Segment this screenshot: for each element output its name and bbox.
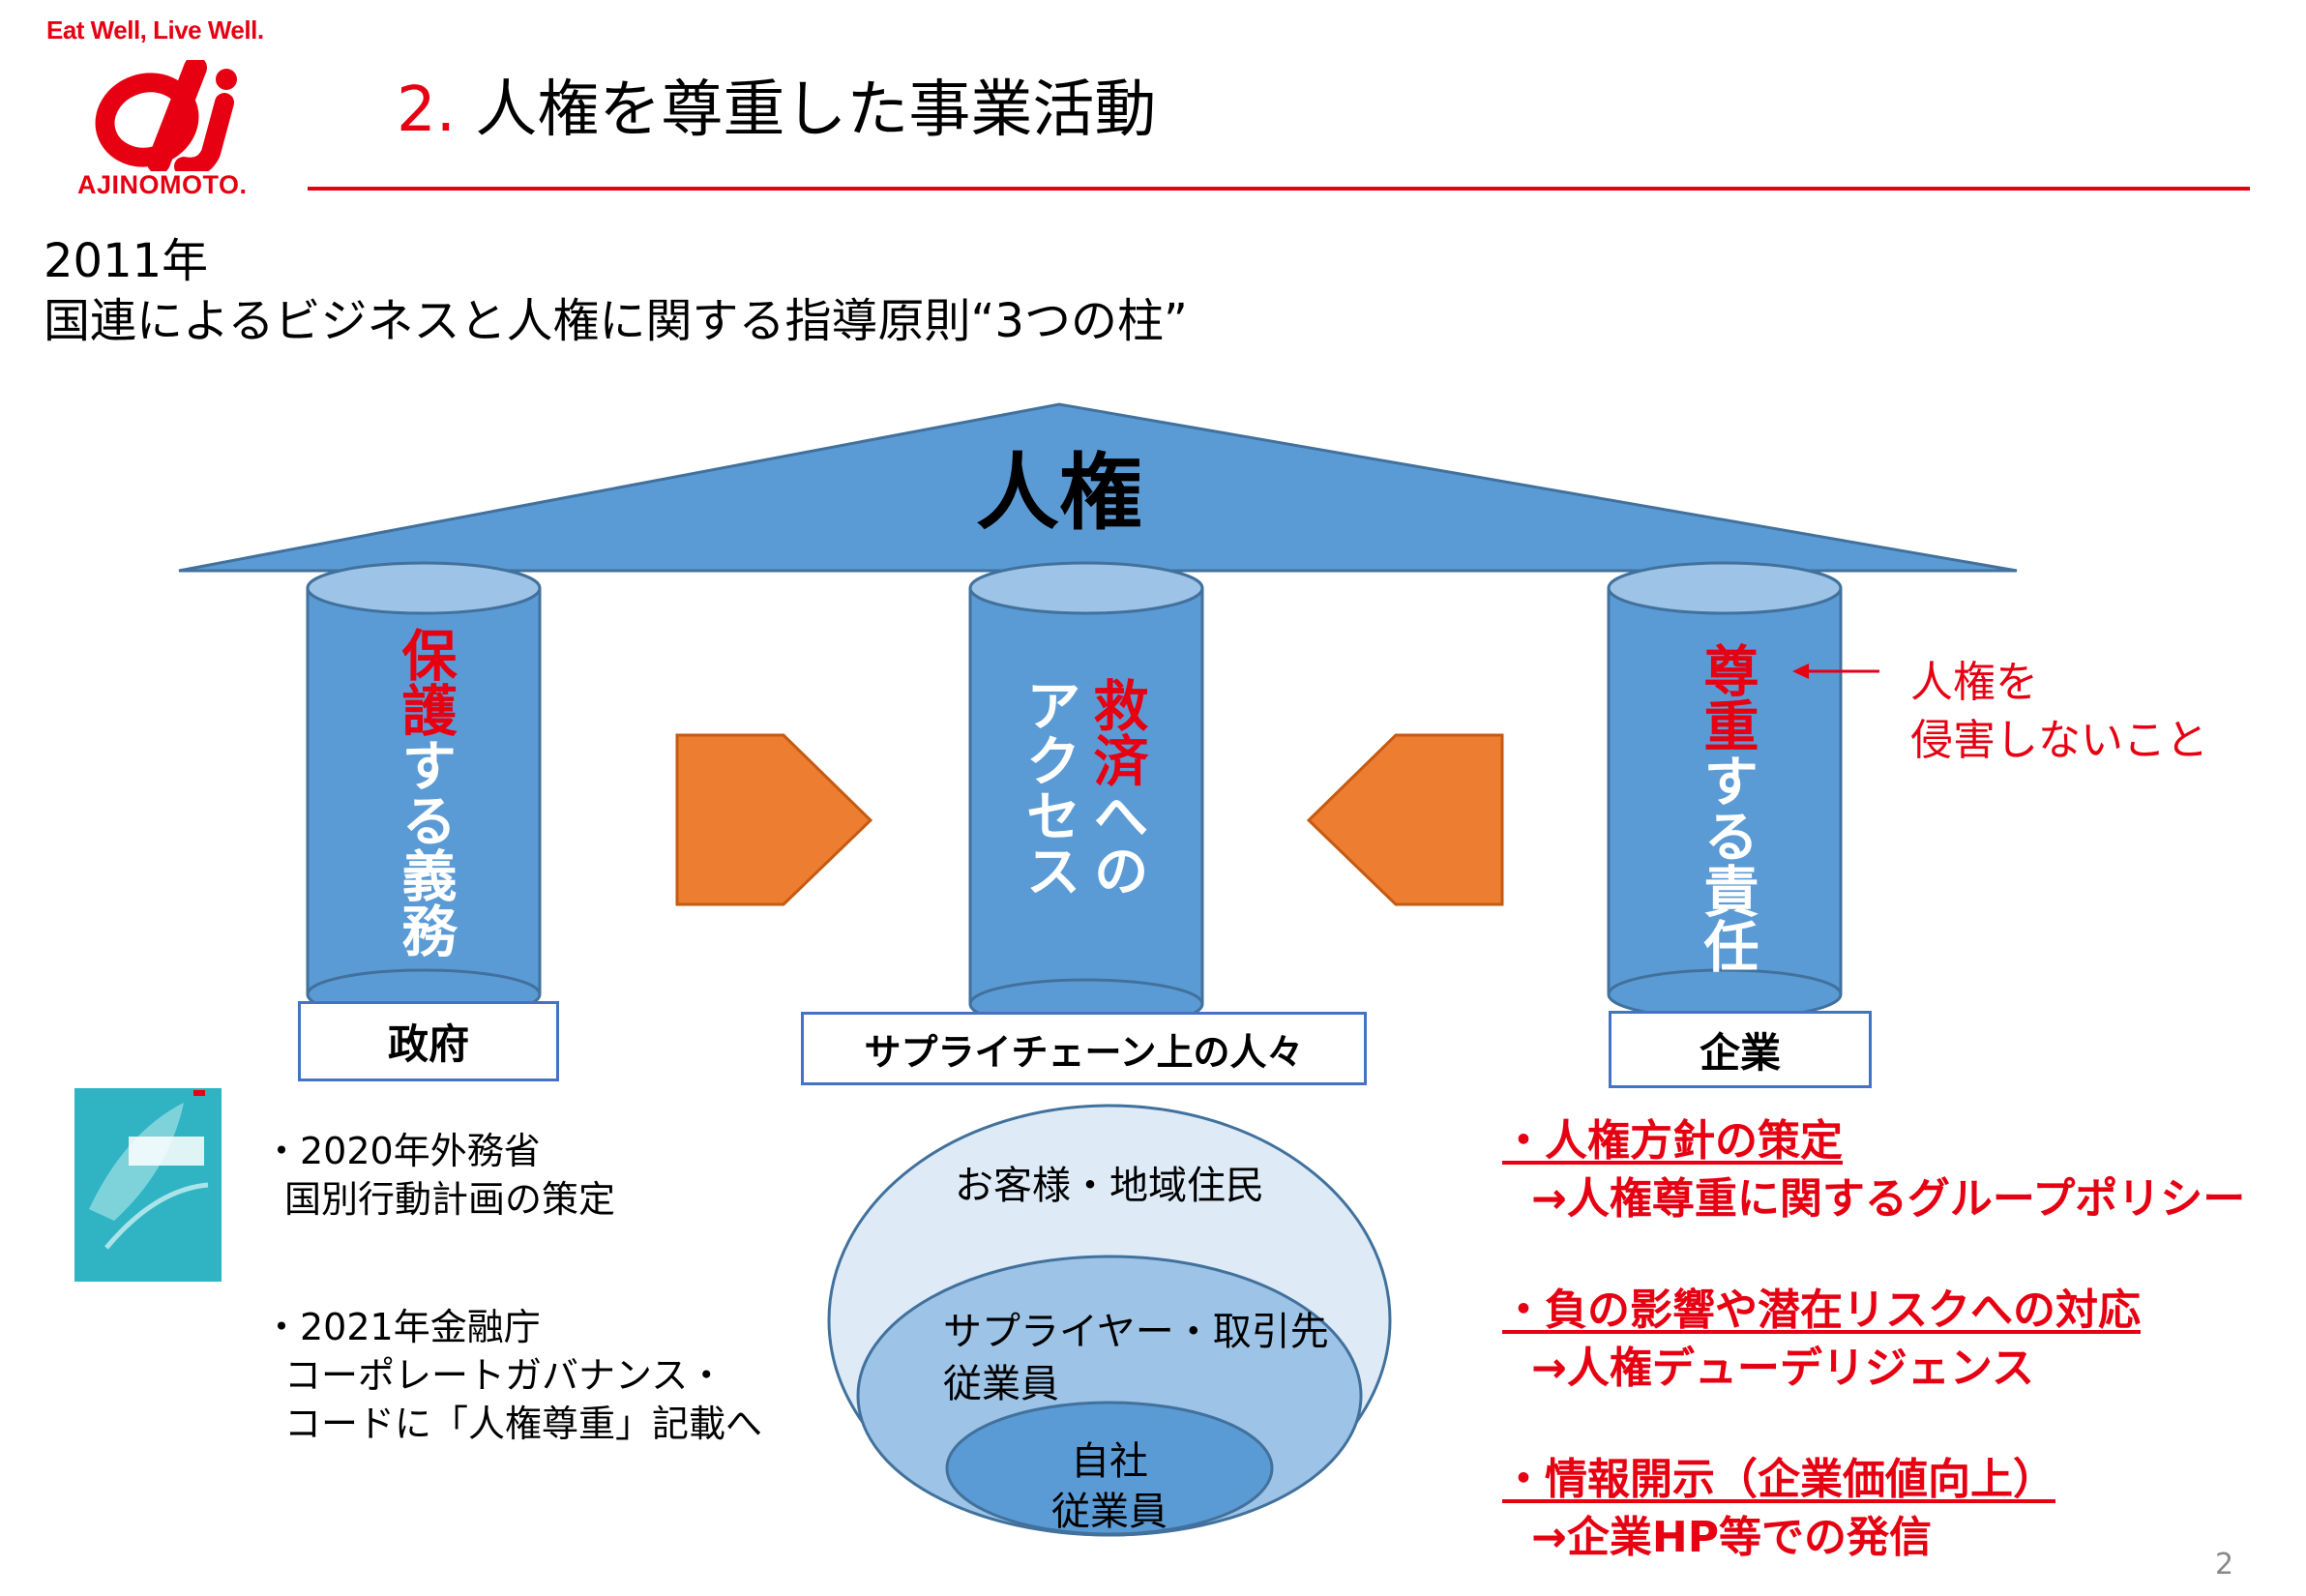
- note-fsa-line3: コードに「人権尊重」記載へ: [284, 1403, 763, 1445]
- ring-inner-line1: 自社: [1071, 1439, 1148, 1484]
- ajinomoto-logo-icon: [95, 60, 237, 171]
- pillar-center-body: [970, 588, 1202, 1004]
- roof-label: 人権: [976, 445, 1142, 542]
- pillar-center-top: [968, 561, 1204, 615]
- action-risk-sub: →人権デューデリジェンス: [1531, 1344, 2034, 1393]
- pillar-left-text: 保護する義務: [393, 627, 457, 958]
- title-number: 2.: [397, 74, 457, 146]
- annotation-line1: 人権を: [1910, 658, 2038, 707]
- pillar-left-top: [306, 561, 542, 615]
- ring-middle-line2: 従業員: [943, 1362, 1059, 1406]
- action-disclosure-sub: →企業HP等での発信: [1531, 1513, 1932, 1562]
- pillar-right-red: 尊重: [1695, 642, 1759, 753]
- label-supply-chain: サプライチェーン上の人々: [801, 1012, 1367, 1085]
- annotation-text: 人権を 侵害しないこと: [1910, 654, 2208, 770]
- header-rule: [308, 187, 2250, 191]
- page-number: 2: [2215, 1548, 2234, 1581]
- pillar-right-white: する責任: [1695, 753, 1759, 973]
- arrow-left-icon: [1306, 733, 1504, 906]
- title-text: 人権を尊重した事業活動: [475, 74, 1157, 146]
- pillar-left-red: 保護: [393, 627, 457, 737]
- note-mofa-line2: 国別行動計画の策定: [284, 1178, 616, 1221]
- note-fsa: ・2021年金融庁 コーポレートガバナンス・ コードに「人権尊重」記載へ: [263, 1303, 762, 1448]
- subtitle-year: 2011年: [44, 234, 209, 288]
- ring-middle-label: サプライヤー・取引先 従業員: [943, 1306, 1329, 1410]
- pillar-right-body: [1609, 588, 1841, 994]
- note-fsa-line2: コーポレートガバナンス・: [284, 1354, 725, 1397]
- annotation-line2: 侵害しないこと: [1910, 716, 2208, 765]
- ring-inner: [945, 1401, 1274, 1536]
- action-item-risk: ・負の影響や潜在リスクへの対応 →人権デューデリジェンス: [1502, 1282, 2141, 1398]
- ring-outer-label: お客様・地域住民: [955, 1164, 1264, 1208]
- note-fsa-line1: ・2021年金融庁: [263, 1306, 541, 1348]
- label-government: 政府: [298, 1001, 559, 1081]
- page-title: 2. 人権を尊重した事業活動: [397, 72, 1156, 149]
- pillar-center-red: 救済: [1084, 677, 1148, 787]
- label-company: 企業: [1609, 1011, 1872, 1088]
- note-mofa-line1: ・2020年外務省: [263, 1130, 541, 1172]
- subtitle-text: 国連によるビジネスと人権に関する指導原則“3つの柱”: [44, 294, 1188, 348]
- brand-name: AJINOMOTO.: [77, 170, 248, 199]
- pillar-left-white: する義務: [393, 737, 457, 958]
- action-item-policy: ・人権方針の策定 →人権尊重に関するグループポリシー: [1502, 1112, 2245, 1228]
- pillar-right-top: [1607, 561, 1843, 615]
- pillar-center-white-a: への: [1084, 787, 1148, 898]
- action-policy-sub: →人権尊重に関するグループポリシー: [1531, 1174, 2246, 1224]
- action-policy-head: ・人権方針の策定: [1502, 1116, 1843, 1166]
- pillar-center-text-right: 救済への: [1084, 677, 1148, 898]
- brand-tagline: Eat Well, Live Well.: [46, 15, 264, 44]
- action-item-disclosure: ・情報開示（企業価値向上） →企業HP等での発信: [1502, 1451, 2055, 1567]
- arrow-right-icon: [675, 733, 873, 906]
- pillar-right-text: 尊重する責任: [1695, 642, 1759, 973]
- note-mofa: ・2020年外務省 国別行動計画の策定: [263, 1127, 615, 1224]
- ring-inner-line2: 従業員: [1051, 1490, 1168, 1534]
- action-risk-head: ・負の影響や潜在リスクへの対応: [1502, 1286, 2141, 1335]
- pillar-center-text-left: アクセス: [1017, 677, 1080, 898]
- action-disclosure-head: ・情報開示（企業価値向上）: [1502, 1455, 2055, 1504]
- pillar-left-body: [308, 588, 540, 994]
- ring-inner-label: 自社 従業員: [1013, 1436, 1206, 1537]
- ring-middle-line1: サプライヤー・取引先: [943, 1310, 1329, 1354]
- pillar-center-white-b: アクセス: [1017, 677, 1080, 898]
- annotation-arrowhead-icon: [1792, 664, 1809, 679]
